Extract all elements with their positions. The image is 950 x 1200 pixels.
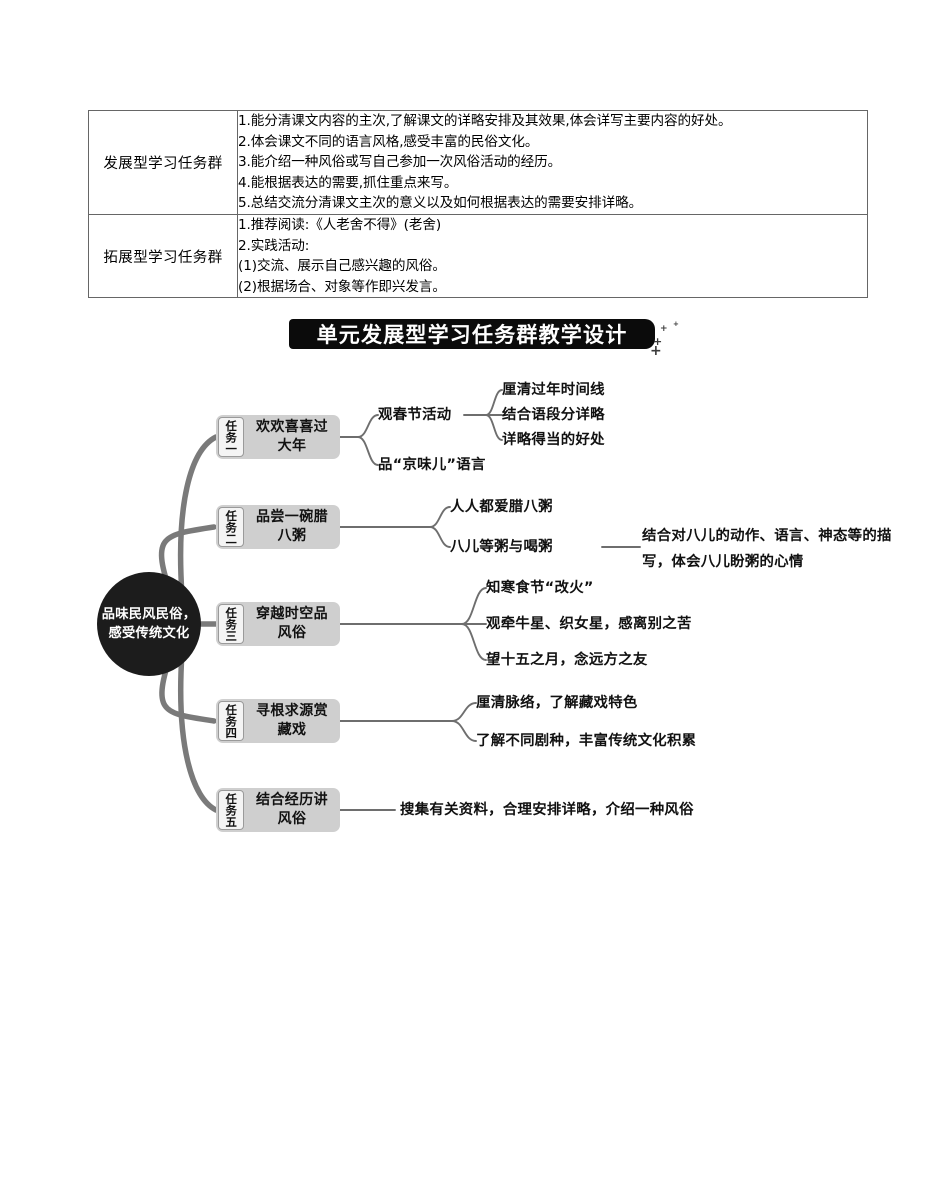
task-number-3: 任务三 — [218, 604, 244, 644]
table-cell-items: 1.能分清课文内容的主次,了解课文的详略安排及其效果,体会详写主要内容的好处。 … — [237, 110, 868, 215]
table-cell-category: 发展型学习任务群 — [88, 110, 238, 215]
leaf-1-1-3: 详略得当的好处 — [502, 432, 605, 448]
branch-label-5-1: 搜集有关资料，合理安排详略，介绍一种风俗 — [400, 802, 694, 818]
page-title: 单元发展型学习任务群教学设计 — [316, 323, 628, 347]
task-number-5: 任务五 — [218, 790, 244, 830]
branch-label-2-1: 人人都爱腊八粥 — [450, 499, 553, 515]
task-node-3[interactable]: 任务三 穿越时空品风俗 — [216, 602, 340, 646]
task-number-2: 任务二 — [218, 507, 244, 547]
branch-label-2-2: 八儿等粥与喝粥 — [450, 539, 553, 555]
mindmap-connectors — [158, 389, 641, 813]
task-node-1[interactable]: 任务一 欢欢喜喜过大年 — [216, 415, 340, 459]
requirement-item: 5.总结交流分清课文主次的意义以及如何根据表达的需要安排详略。 — [238, 195, 643, 212]
branch-label-3-2: 观牵牛星、织女星，感离别之苦 — [486, 616, 692, 632]
requirement-item: 3.能介绍一种风俗或写自己参加一次风俗活动的经历。 — [238, 154, 562, 171]
requirement-item: (2)根据场合、对象等作即兴发言。 — [238, 278, 446, 295]
sparkle-icon: + — [673, 320, 679, 328]
task-node-5[interactable]: 任务五 结合经历讲风俗 — [216, 788, 340, 832]
sparkle-icon: + — [660, 324, 668, 334]
branch-label-4-1: 厘清脉络，了解藏戏特色 — [476, 695, 638, 711]
main-branch-5 — [177, 650, 219, 813]
task-node-2[interactable]: 任务二 品尝一碗腊八粥 — [216, 505, 340, 549]
task-number-4: 任务四 — [218, 701, 244, 741]
main-branch-1 — [177, 434, 219, 598]
leaf-2-2-1: 结合对八儿的动作、语言、神态等的描写，体会八儿盼粥的心情 — [642, 528, 892, 570]
task-number-1: 任务一 — [218, 417, 244, 457]
requirement-item: (1)交流、展示自己感兴趣的风俗。 — [238, 258, 446, 275]
requirement-item: 2.实践活动: — [238, 237, 310, 254]
table-cell-items: 1.推荐阅读:《人老舍不得》(老舍) 2.实践活动: (1)交流、展示自己感兴趣… — [237, 213, 868, 299]
task-title-5: 结合经历讲风俗 — [256, 792, 328, 827]
leaf-1-1-1: 厘清过年时间线 — [502, 382, 605, 398]
sparkle-icon: + — [653, 335, 663, 348]
branch-label-4-2: 了解不同剧种，丰富传统文化积累 — [476, 733, 697, 749]
table-row: 拓展型学习任务群 1.推荐阅读:《人老舍不得》(老舍) 2.实践活动: (1)交… — [88, 213, 868, 299]
table-row: 发展型学习任务群 1.能分清课文内容的主次,了解课文的详略安排及其效果,体会详写… — [88, 110, 868, 215]
table-cell-category: 拓展型学习任务群 — [88, 213, 238, 299]
requirement-item: 2.体会课文不同的语言风格,感受丰富的民俗文化。 — [238, 133, 539, 150]
learning-task-requirements-table: 发展型学习任务群 1.能分清课文内容的主次,了解课文的详略安排及其效果,体会详写… — [88, 110, 868, 299]
branch-label-3-3: 望十五之月，念远方之友 — [486, 652, 648, 668]
mindmap-center-node: 品味民风民俗，感受传统文化 — [97, 572, 201, 676]
task-title-4: 寻根求源赏藏戏 — [256, 703, 328, 738]
task-node-4[interactable]: 任务四 寻根求源赏藏戏 — [216, 699, 340, 743]
center-node-label: 品味民风民俗，感受传统文化 — [101, 607, 197, 641]
leaf-1-1-2: 结合语段分详略 — [502, 407, 605, 423]
task-title-3: 穿越时空品风俗 — [256, 606, 328, 641]
mindmap: 品味民风民俗，感受传统文化 任务一 欢欢喜喜过大年 观春节活动 品“京味儿”语言… — [0, 355, 950, 832]
requirement-item: 1.能分清课文内容的主次,了解课文的详略安排及其效果,体会详写主要内容的好处。 — [238, 113, 732, 129]
branch-label-1-2: 品“京味儿”语言 — [378, 457, 486, 473]
requirement-item: 1.推荐阅读:《人老舍不得》(老舍) — [238, 216, 442, 233]
task-title-1: 欢欢喜喜过大年 — [256, 419, 328, 454]
sparkle-icon: + — [650, 343, 662, 359]
task-title-2: 品尝一碗腊八粥 — [256, 509, 328, 544]
section-title-banner: 单元发展型学习任务群教学设计 — [289, 319, 655, 349]
requirement-item: 4.能根据表达的需要,抓住重点来写。 — [238, 174, 458, 191]
branch-label-3-1: 知寒食节“改火” — [486, 580, 594, 596]
branch-label-1-1: 观春节活动 — [378, 407, 452, 423]
